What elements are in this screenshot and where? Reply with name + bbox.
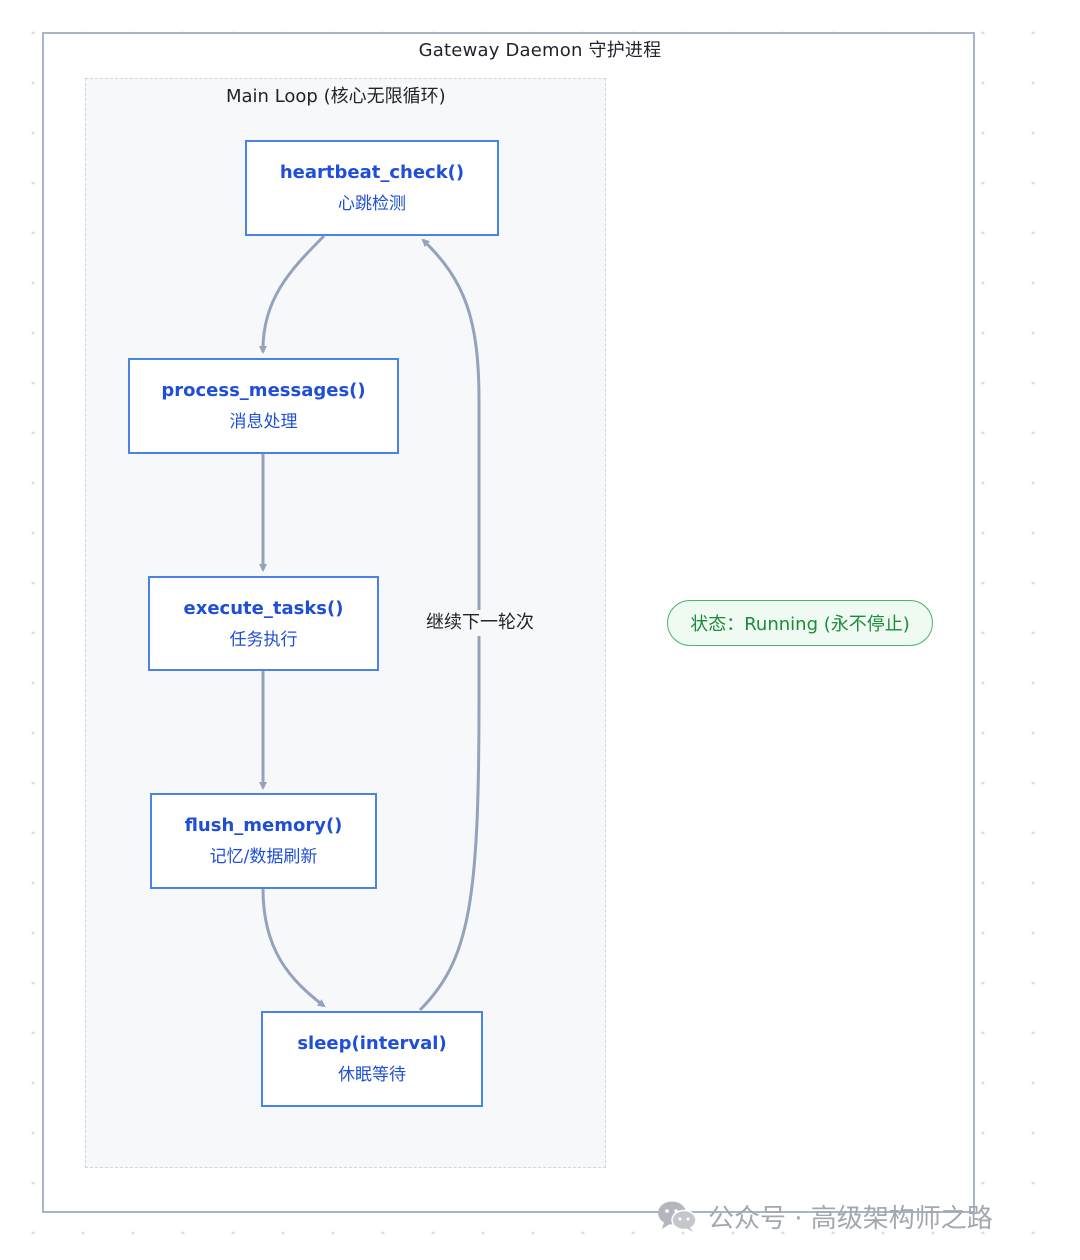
loop-back-label: 继续下一轮次 [418,610,542,636]
node-subtitle: 休眠等待 [338,1065,406,1085]
node-subtitle: 消息处理 [229,412,298,432]
edge-heartbeat-to-process [258,234,326,354]
node-title: heartbeat_check() [279,162,465,183]
node-flush-memory: flush_memory() 记忆/数据刷新 [150,793,377,889]
node-subtitle: 记忆/数据刷新 [209,847,318,867]
wechat-icon [658,1201,697,1232]
node-title: process_messages() [161,380,366,401]
edge-sleep-loop-back [418,238,481,1012]
node-subtitle: 心跳检测 [338,194,406,214]
status-badge: 状态：Running (永不停止) [667,600,933,646]
node-title: sleep(interval) [297,1033,447,1054]
daemon-title: Gateway Daemon 守护进程 [418,40,662,61]
node-subtitle: 任务执行 [229,629,298,650]
node-title: execute_tasks() [183,597,344,619]
node-sleep-interval: sleep(interval) 休眠等待 [261,1011,483,1107]
watermark: 公众号 · 高级架构师之路 [656,1196,993,1236]
edge-flush-to-sleep [261,888,326,1008]
node-process-messages: process_messages() 消息处理 [128,358,399,454]
watermark-text: 公众号 · 高级架构师之路 [708,1203,993,1234]
node-title: flush_memory() [184,815,343,836]
node-heartbeat-check: heartbeat_check() 心跳检测 [245,140,499,236]
main-loop-title: Main Loop (核心无限循环) [226,86,446,107]
node-execute-tasks: execute_tasks() 任务执行 [148,576,379,671]
